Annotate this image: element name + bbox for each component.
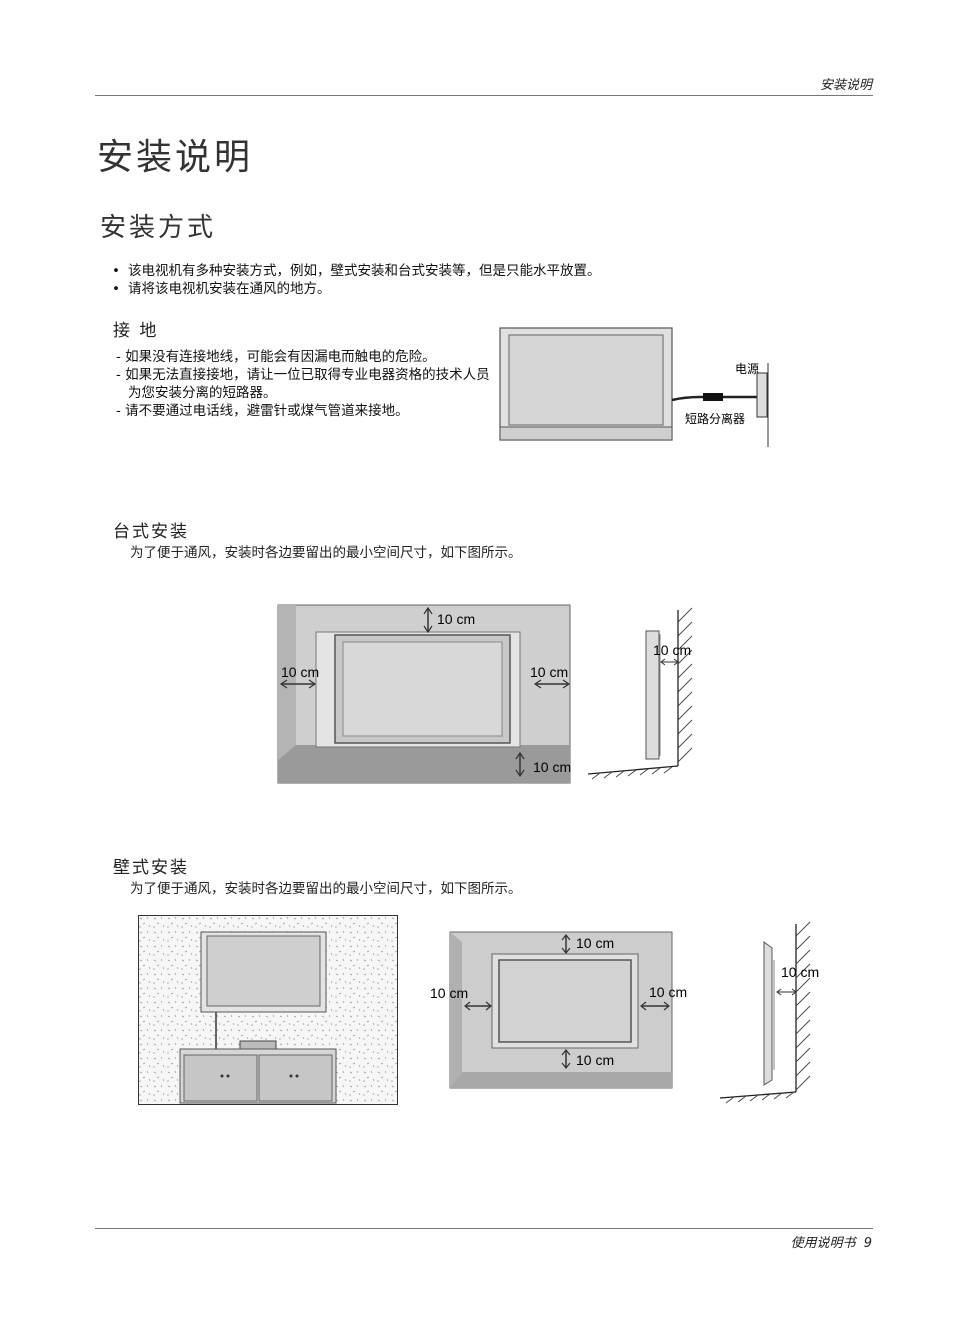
- back-clearance-label: 10 cm: [653, 642, 691, 658]
- footer: 使用说明书 9: [790, 1232, 872, 1251]
- wall-back-clearance-label: 10 cm: [781, 964, 819, 980]
- av-device: [239, 1040, 277, 1050]
- grounding-list: 如果没有连接地线，可能会有因漏电而触电的危险。 如果无法直接接地，请让一位已取得…: [116, 348, 496, 420]
- grounding-item: 请不要通过电话线，避雷针或煤气管道来接地。: [116, 402, 496, 420]
- right-clearance-label: 10 cm: [530, 664, 568, 680]
- tv-screen: [508, 334, 664, 426]
- header-rule: [95, 95, 873, 96]
- wall-hatching: [795, 921, 811, 1091]
- grounding-item: 如果无法直接接地，请让一位已取得专业电器资格的技术人员为您安装分离的短路器。: [116, 366, 496, 402]
- wall-bottom-shade: [450, 1072, 672, 1088]
- wall-side-figure: 10 cm: [719, 921, 819, 1104]
- top-clearance-label: 10 cm: [437, 611, 475, 627]
- tv-screen: [342, 641, 503, 737]
- grounding-figure: 电源 短路分离器: [499, 327, 769, 447]
- desktop-side-figure: 10 cm: [587, 607, 693, 780]
- desktop-front-figure: 10 cm 10 cm 10 cm 10 cm: [277, 604, 571, 784]
- wall-right-clearance-label: 10 cm: [649, 984, 687, 1000]
- section-title: 安装方式: [100, 213, 217, 243]
- cabinet-door-left: [183, 1054, 258, 1102]
- wall-front-figure: 10 cm 10 cm 10 cm 10 cm: [430, 931, 687, 1089]
- intro-bullet-list: 该电视机有多种安装方式，例如，壁式安装和台式安装等，但是只能水平放置。 请将该电…: [112, 262, 601, 298]
- wall-top-clearance-label: 10 cm: [576, 935, 614, 951]
- floor-hatching: [591, 766, 673, 780]
- wall-tv-screen: [206, 935, 321, 1007]
- wall-left-clearance-label: 10 cm: [430, 985, 468, 1001]
- wall-bottom-clearance-label: 10 cm: [576, 1052, 614, 1068]
- left-wall: [278, 605, 296, 760]
- cabinet-door-right: [258, 1054, 333, 1102]
- bottom-clearance-label: 10 cm: [533, 759, 571, 775]
- floor: [278, 745, 570, 783]
- grounding-item: 如果没有连接地线，可能会有因漏电而触电的危险。: [116, 348, 496, 366]
- power-outlet-icon: [756, 372, 768, 418]
- bullet-item: 该电视机有多种安装方式，例如，壁式安装和台式安装等，但是只能水平放置。: [112, 262, 601, 280]
- footer-rule: [95, 1228, 873, 1229]
- power-label: 电源: [735, 362, 759, 376]
- breaker-label: 短路分离器: [685, 411, 745, 426]
- left-clearance-label: 10 cm: [281, 664, 319, 680]
- bullet-item: 请将该电视机安装在通风的地方。: [112, 280, 601, 298]
- wall-side-shade: [450, 932, 462, 1088]
- floor-line: [587, 765, 679, 775]
- tv-side-profile: [645, 630, 660, 760]
- grounding-title: 接 地: [113, 321, 159, 341]
- desktop-install-desc: 为了便于通风，安装时各边要留出的最小空间尺寸，如下图所示。: [130, 545, 522, 561]
- desktop-install-title: 台式安装: [113, 522, 189, 542]
- wall-install-desc: 为了便于通风，安装时各边要留出的最小空间尺寸，如下图所示。: [130, 881, 522, 897]
- page-title: 安装说明: [97, 137, 254, 178]
- running-header: 安装说明: [819, 78, 872, 93]
- wall-hatching: [677, 607, 693, 763]
- ground-cable: [671, 395, 757, 402]
- footer-label: 使用说明书: [790, 1236, 856, 1251]
- wall-install-title: 壁式安装: [113, 858, 189, 878]
- wall-tv-side-profile: [763, 941, 773, 1086]
- page-number: 9: [863, 1236, 872, 1251]
- breaker-icon: [703, 393, 723, 401]
- tv-bottom-bezel: [499, 426, 673, 441]
- wall-mount-scene-figure: [138, 915, 398, 1105]
- wall-tv-screen: [498, 959, 632, 1043]
